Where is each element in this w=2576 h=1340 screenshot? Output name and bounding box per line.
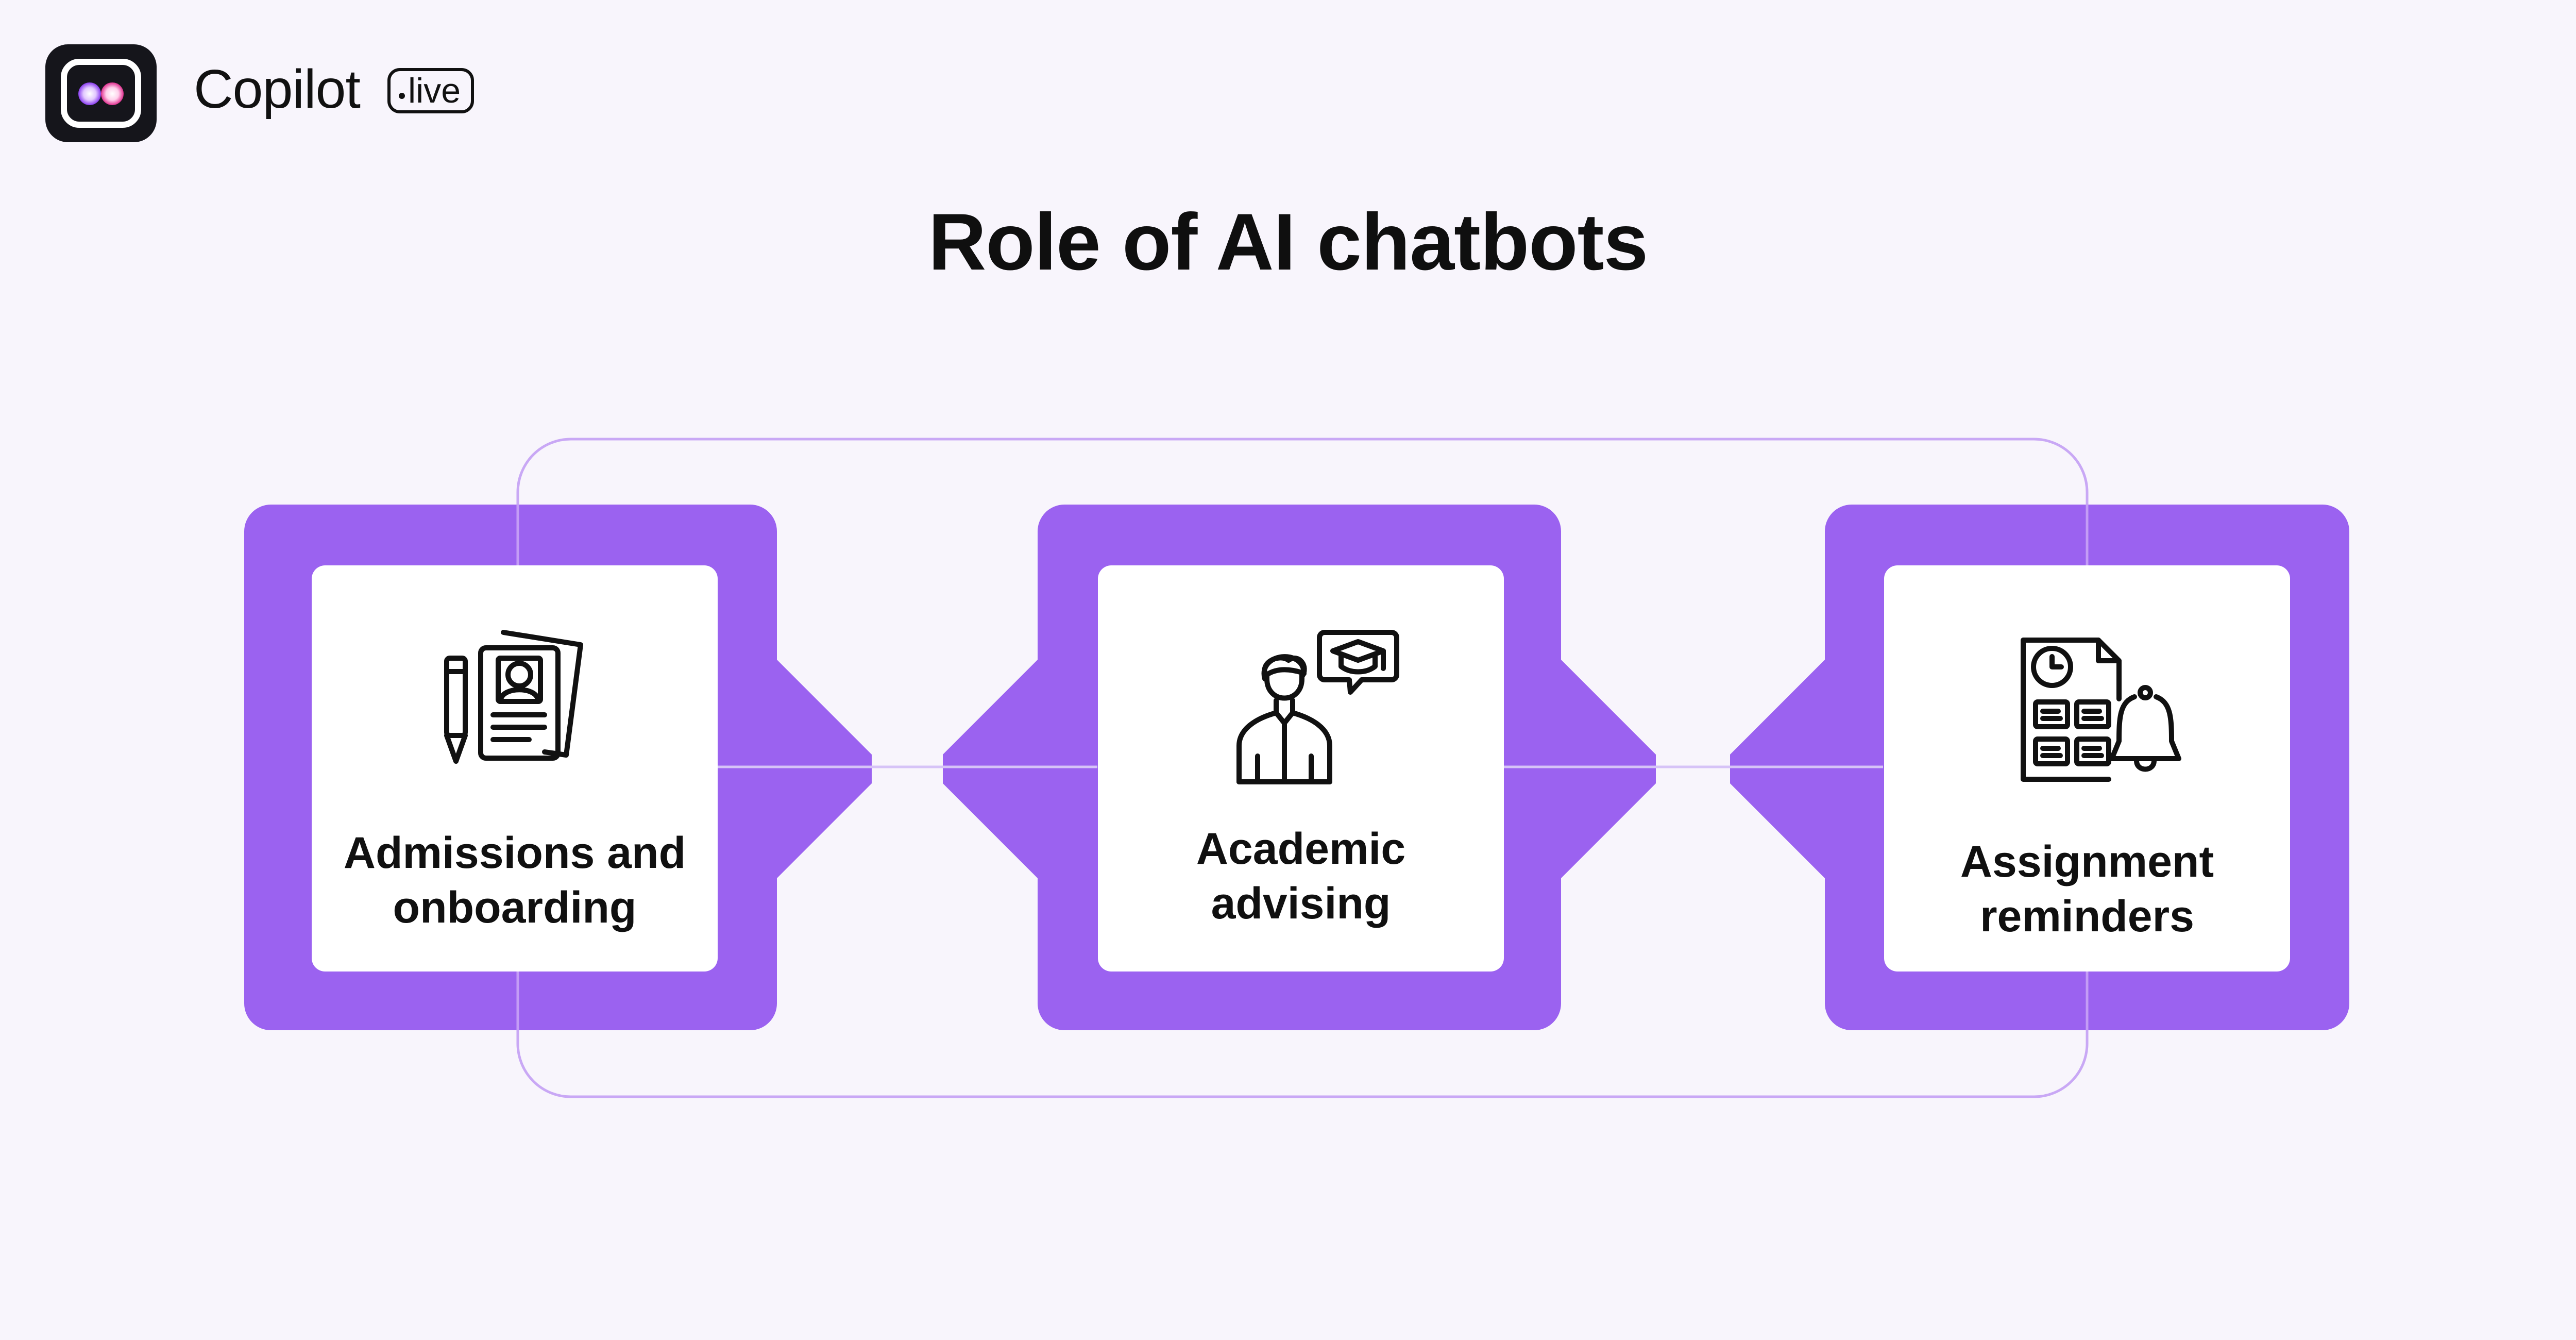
step-label-2-line2: advising <box>1211 879 1391 928</box>
brand-badge-text: live <box>408 71 461 110</box>
step-card-3: Assignment reminders <box>1884 565 2290 971</box>
schedule-bell-icon <box>2021 638 2181 782</box>
brand-name: Copilot <box>194 59 361 120</box>
resume-document-icon <box>444 630 583 764</box>
connector-loop-over-purple <box>516 505 2089 1030</box>
step-label-2-line1: Academic <box>1196 824 1406 874</box>
step-label-3-line1: Assignment <box>1960 837 2214 886</box>
badge-dot <box>399 93 405 99</box>
step-label-3-line2: reminders <box>1980 892 2194 941</box>
student-graduation-speech-icon <box>1236 630 1399 784</box>
brand-badge: live <box>387 68 474 113</box>
page-title: Role of AI chatbots <box>928 197 1649 287</box>
connector-loop <box>516 438 2089 1098</box>
step-label-1-line1: Admissions and <box>343 828 686 878</box>
copilot-logo-icon <box>45 44 157 142</box>
step-label-1-line2: onboarding <box>393 883 637 932</box>
step-card-2: Academic advising <box>1098 565 1504 971</box>
step-card-1: Admissions and onboarding <box>312 565 718 971</box>
